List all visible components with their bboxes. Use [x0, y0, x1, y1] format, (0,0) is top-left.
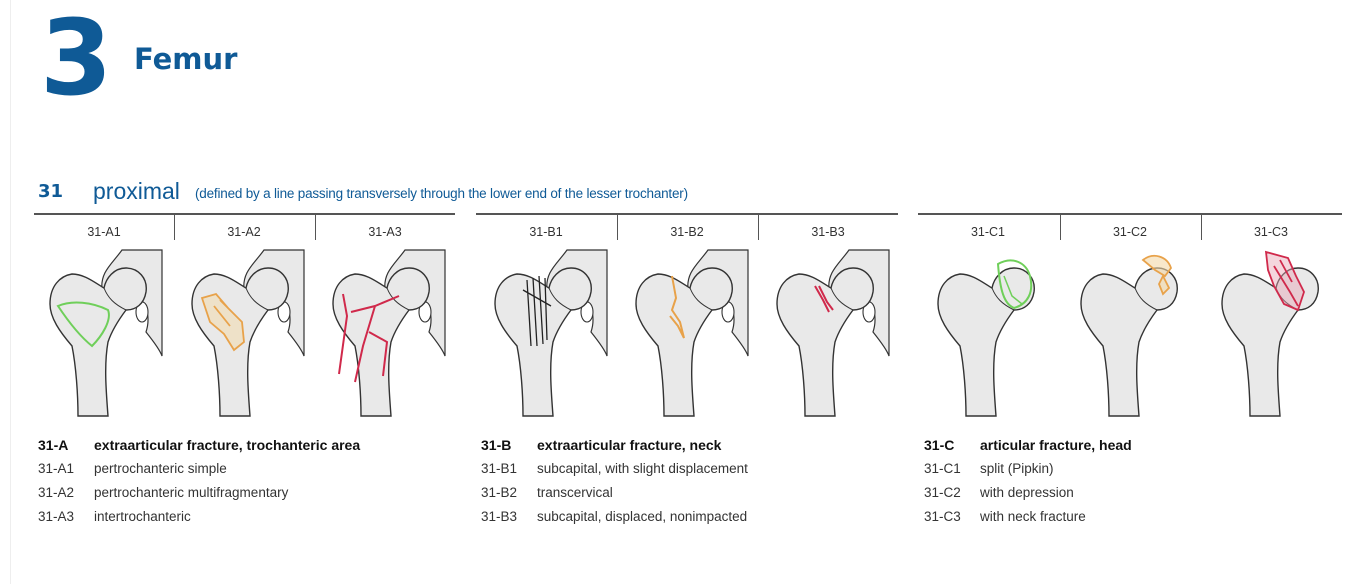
column-divider: [315, 215, 316, 240]
column-label-c2: 31-C2: [1100, 225, 1160, 239]
group-c-rule: [918, 213, 1342, 215]
femur-b1-illustration: [487, 246, 609, 421]
section-number: 31: [38, 181, 63, 202]
femur-a2-illustration: [184, 246, 306, 421]
column-label-a2: 31-A2: [214, 225, 274, 239]
column-label-a1: 31-A1: [74, 225, 134, 239]
column-label-c3: 31-C3: [1241, 225, 1301, 239]
femur-c2-illustration: [1073, 246, 1195, 421]
femur-b3-illustration: [769, 246, 891, 421]
group-b-rule: [476, 213, 898, 215]
column-divider: [1201, 215, 1202, 240]
section-note: (defined by a line passing transversely …: [195, 186, 688, 201]
femur-c3-illustration: [1214, 246, 1336, 421]
column-divider: [174, 215, 175, 240]
column-divider: [758, 215, 759, 240]
chapter-number: 3: [40, 6, 108, 110]
column-label-b2: 31-B2: [657, 225, 717, 239]
femur-b2-illustration: [628, 246, 750, 421]
group-a-rule: [34, 213, 455, 215]
section-title: proximal: [93, 178, 180, 205]
chapter-title: Femur: [134, 42, 237, 76]
column-divider: [617, 215, 618, 240]
column-label-c1: 31-C1: [958, 225, 1018, 239]
column-label-a3: 31-A3: [355, 225, 415, 239]
femur-a1-illustration: [42, 246, 164, 421]
column-label-b1: 31-B1: [516, 225, 576, 239]
column-label-b3: 31-B3: [798, 225, 858, 239]
page-edge: [10, 0, 11, 584]
femur-c1-illustration: [930, 246, 1052, 421]
column-divider: [1060, 215, 1061, 240]
femur-a3-illustration: [325, 246, 447, 421]
